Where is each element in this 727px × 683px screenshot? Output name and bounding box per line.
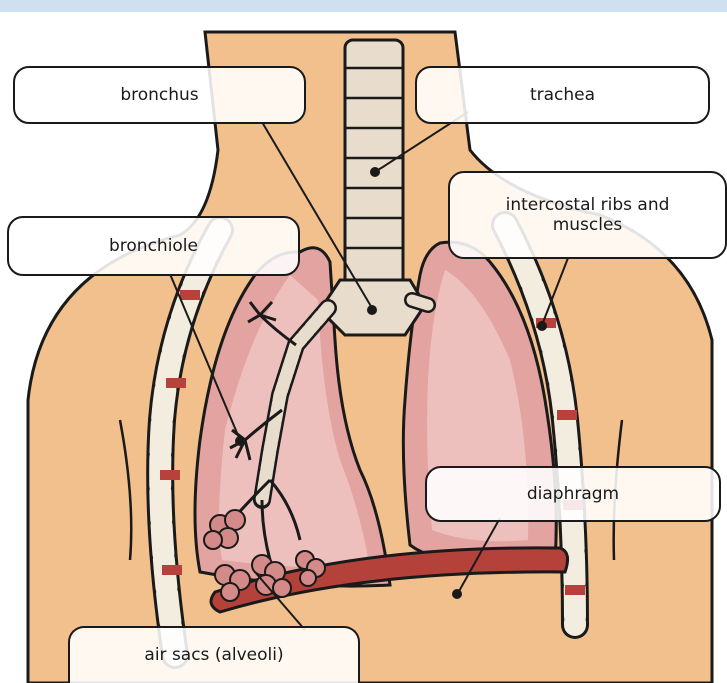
label-intercostal: intercostal ribs and muscles: [448, 171, 727, 259]
label-trachea: trachea: [415, 66, 710, 124]
label-bronchus: bronchus: [13, 66, 306, 124]
label-diaphragm: diaphragm: [425, 466, 721, 522]
label-bronchiole: bronchiole: [7, 216, 300, 276]
label-air-sacs: air sacs (alveoli): [68, 626, 360, 683]
